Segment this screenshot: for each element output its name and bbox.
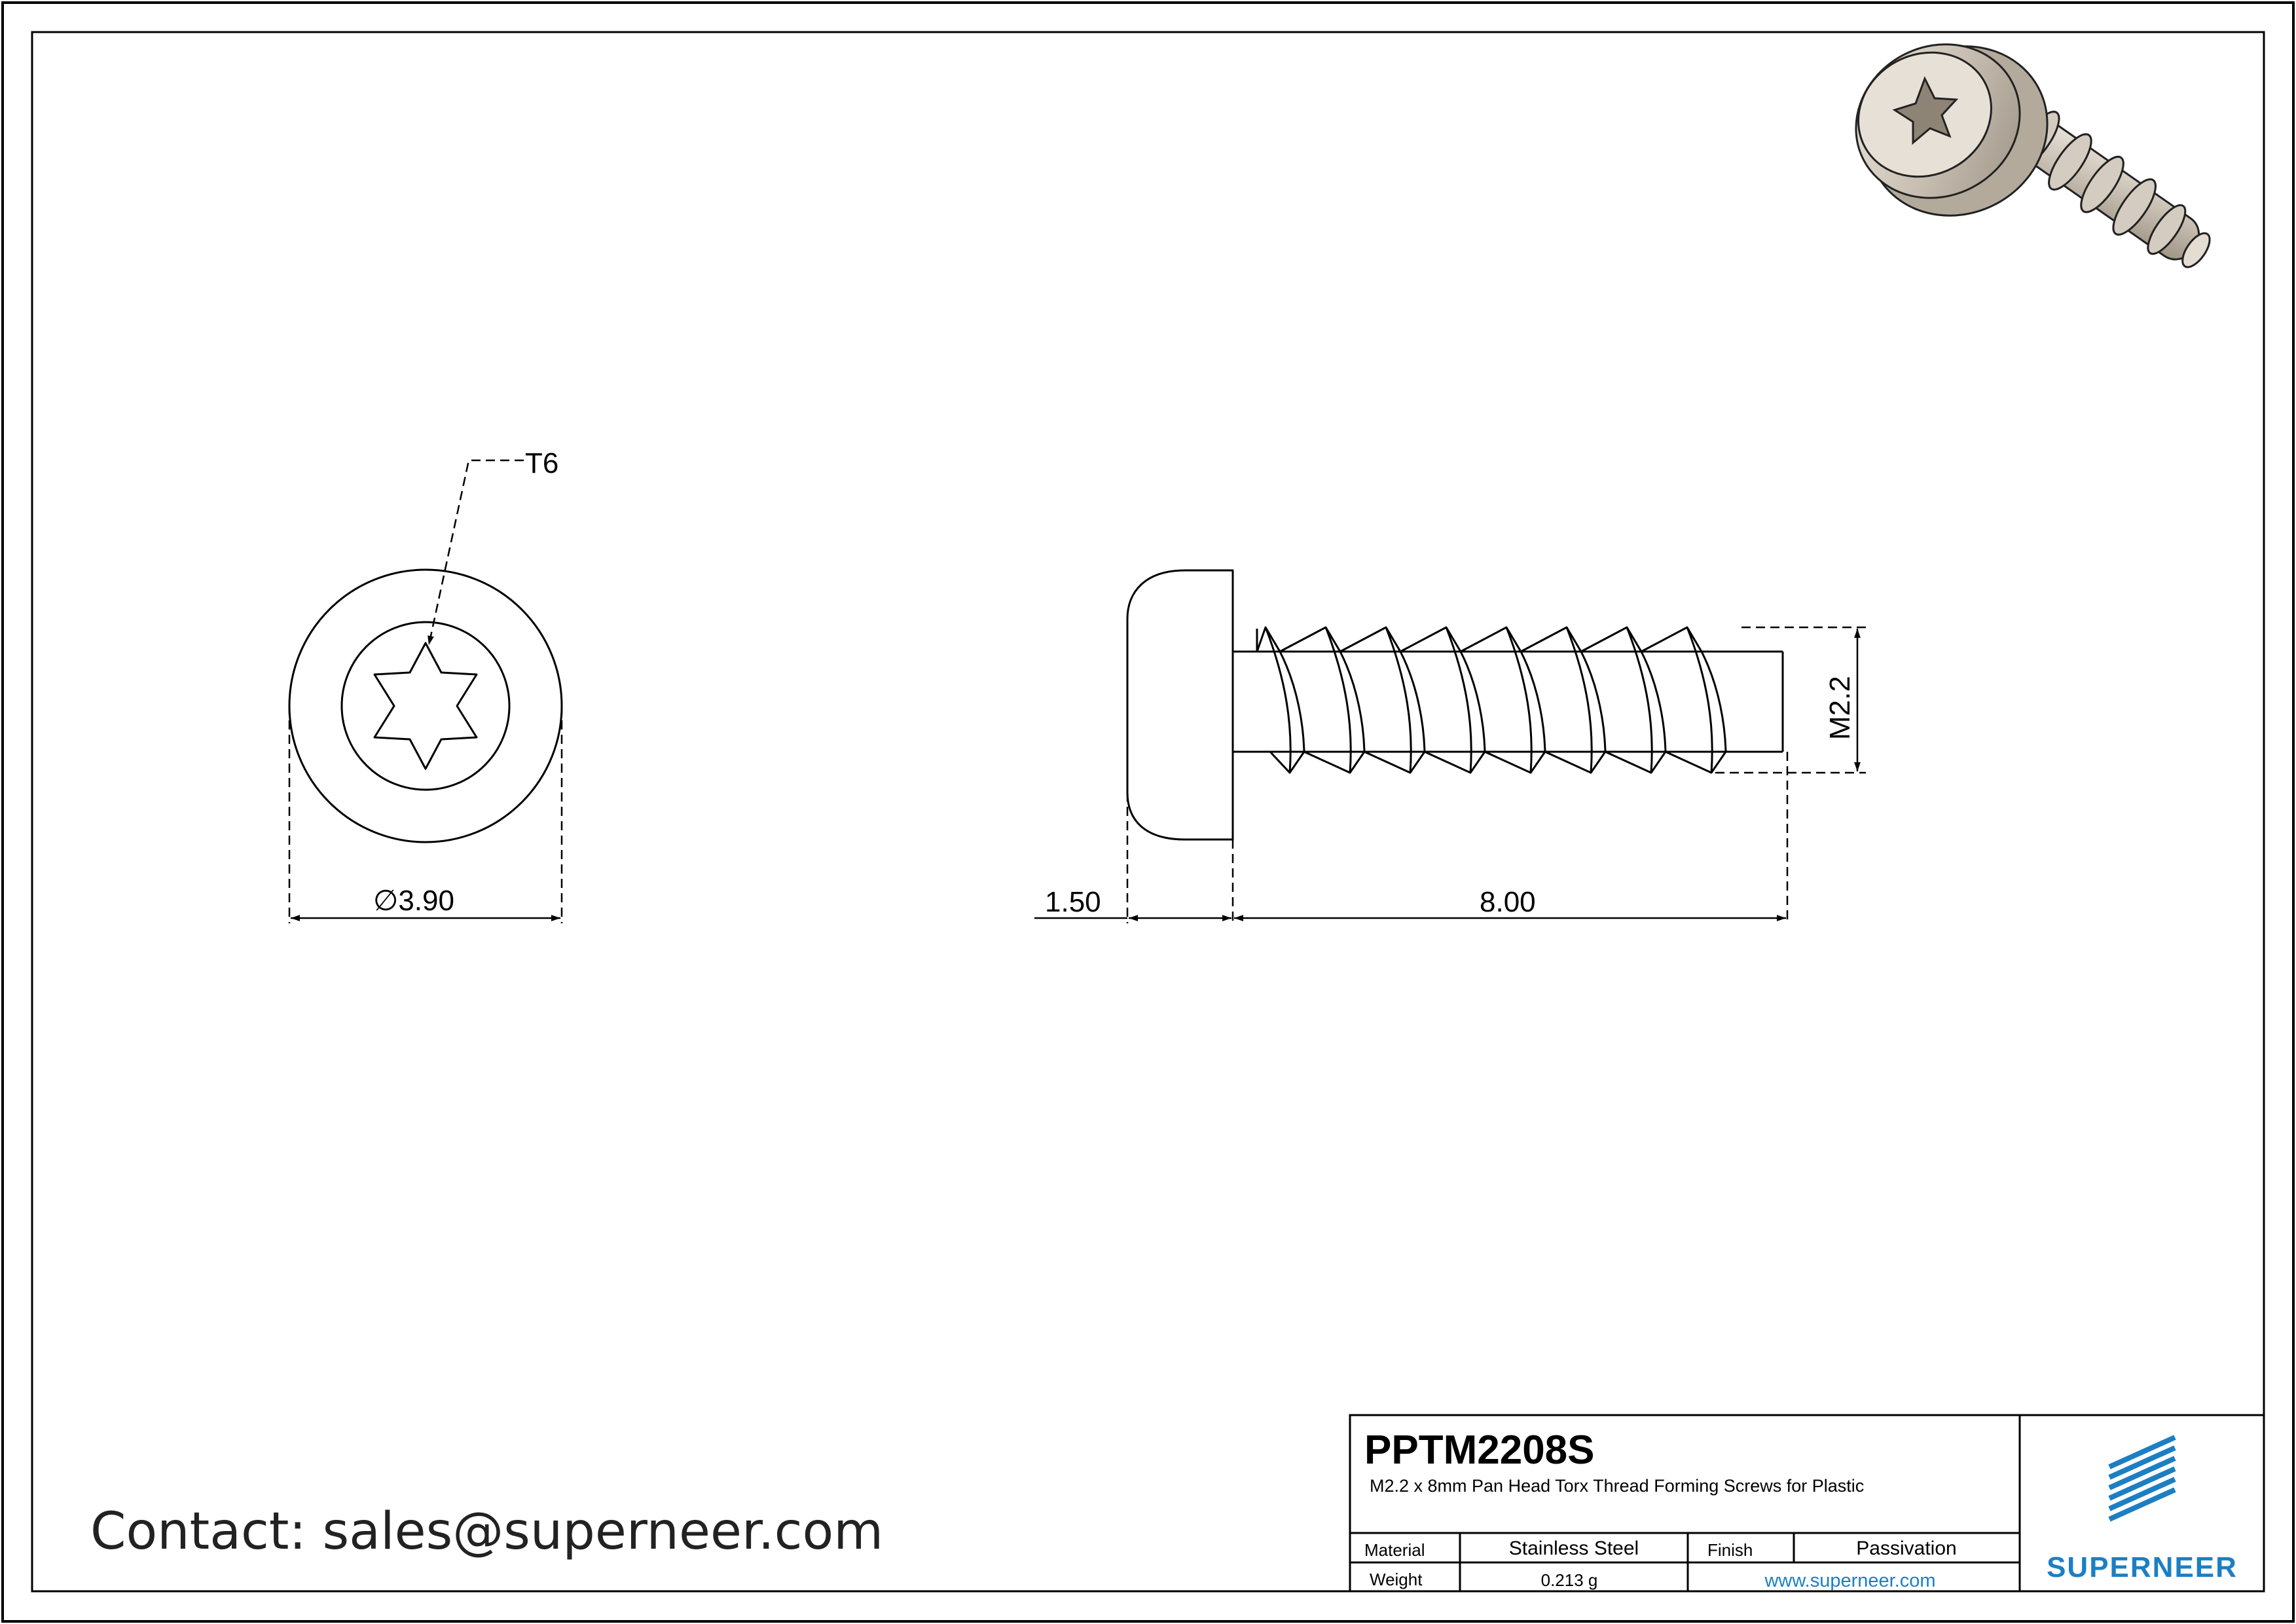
head-front-view xyxy=(288,568,563,843)
weight-label: Weight xyxy=(1370,1570,1423,1589)
torx-star-icon xyxy=(373,642,478,770)
screw-3d-view xyxy=(1855,43,2211,268)
superneer-logo-icon xyxy=(2108,1435,2176,1522)
website-link[interactable]: www.superneer.com xyxy=(1764,1570,1935,1591)
t6-leader xyxy=(428,459,524,646)
weight-value: 0.213 g xyxy=(1541,1570,1598,1590)
title-block xyxy=(1349,1414,2265,1593)
diameter-value: ∅3.90 xyxy=(373,885,454,917)
length-dimensions xyxy=(1034,752,1789,923)
inner-border xyxy=(31,31,2265,1593)
material-value: Stainless Steel xyxy=(1509,1538,1639,1559)
material-label: Material xyxy=(1364,1540,1425,1560)
contact-text: Contact: sales@superneer.com xyxy=(90,1502,883,1561)
finish-label: Finish xyxy=(1707,1540,1753,1560)
length-value: 8.00 xyxy=(1480,886,1536,918)
diameter-dimension xyxy=(288,706,563,923)
pan-head xyxy=(1126,569,1234,841)
head-height-value: 1.50 xyxy=(1045,886,1101,918)
thread-dimension xyxy=(1715,626,1866,774)
screw-side-view xyxy=(1126,569,1784,841)
part-number: PPTM2208S xyxy=(1364,1428,1595,1473)
t6-label: T6 xyxy=(525,447,558,479)
part-description: M2.2 x 8mm Pan Head Torx Thread Forming … xyxy=(1370,1476,1864,1496)
thread-profile xyxy=(1256,626,1727,774)
brand-name: SUPERNEER xyxy=(2047,1551,2238,1583)
finish-value: Passivation xyxy=(1856,1538,1956,1559)
thread-size-label: M2.2 xyxy=(1824,676,1856,740)
